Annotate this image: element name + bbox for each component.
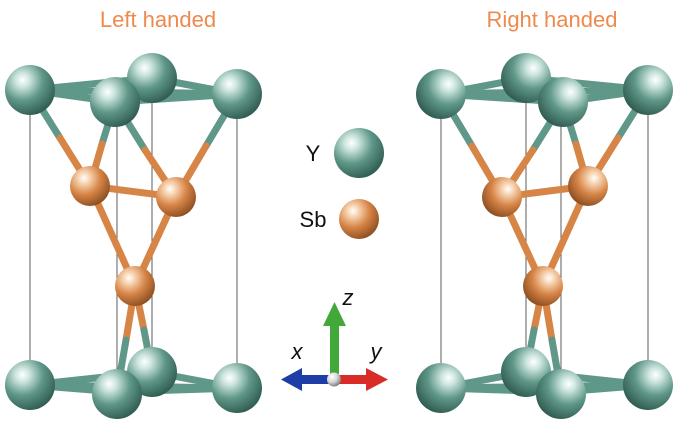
- legend-y-label: Y: [306, 141, 321, 166]
- left-handed-structure: [5, 53, 262, 419]
- y-atom: [212, 69, 262, 119]
- x-axis-arrowhead: [281, 368, 302, 391]
- y-atom: [212, 363, 262, 413]
- legend-sb-label: Sb: [300, 207, 327, 232]
- y-atom: [623, 360, 673, 410]
- legend-sb-atom: [339, 199, 379, 239]
- y-atom: [5, 360, 55, 410]
- y-atom: [127, 53, 177, 103]
- y-atom: [623, 65, 673, 115]
- right-panel-title: Right handed: [487, 7, 618, 32]
- y-atom: [90, 77, 140, 127]
- right-bonds: [437, 86, 652, 396]
- y-atom: [416, 69, 466, 119]
- sb-atom: [482, 177, 522, 217]
- axes-triad: z x y: [281, 285, 388, 391]
- y-axis-shaft: [334, 375, 368, 384]
- y-atom: [501, 53, 551, 103]
- left-panel-title: Left handed: [100, 7, 216, 32]
- z-axis-arrowhead: [323, 302, 346, 326]
- left-unit-cell-lines: [29, 80, 238, 394]
- y-atom: [5, 65, 55, 115]
- sb-atom: [70, 166, 110, 206]
- y-axis-arrowhead: [366, 368, 388, 391]
- legend-y-atom: [334, 128, 384, 178]
- left-bonds: [26, 86, 241, 396]
- x-axis-shaft: [300, 375, 334, 384]
- y-atom: [92, 369, 142, 419]
- z-axis-label: z: [342, 285, 354, 310]
- axes-origin: [327, 372, 341, 387]
- legend: Y Sb: [300, 128, 384, 239]
- x-axis-label: x: [291, 339, 304, 364]
- sb-atom: [523, 266, 563, 306]
- y-axis-label: y: [369, 339, 384, 364]
- sb-atom: [115, 266, 155, 306]
- sb-atom: [156, 177, 196, 217]
- y-atom: [536, 369, 586, 419]
- z-axis-shaft: [330, 322, 339, 374]
- y-atom: [538, 77, 588, 127]
- sb-atom: [568, 166, 608, 206]
- right-handed-structure: [416, 53, 673, 419]
- y-atom: [416, 363, 466, 413]
